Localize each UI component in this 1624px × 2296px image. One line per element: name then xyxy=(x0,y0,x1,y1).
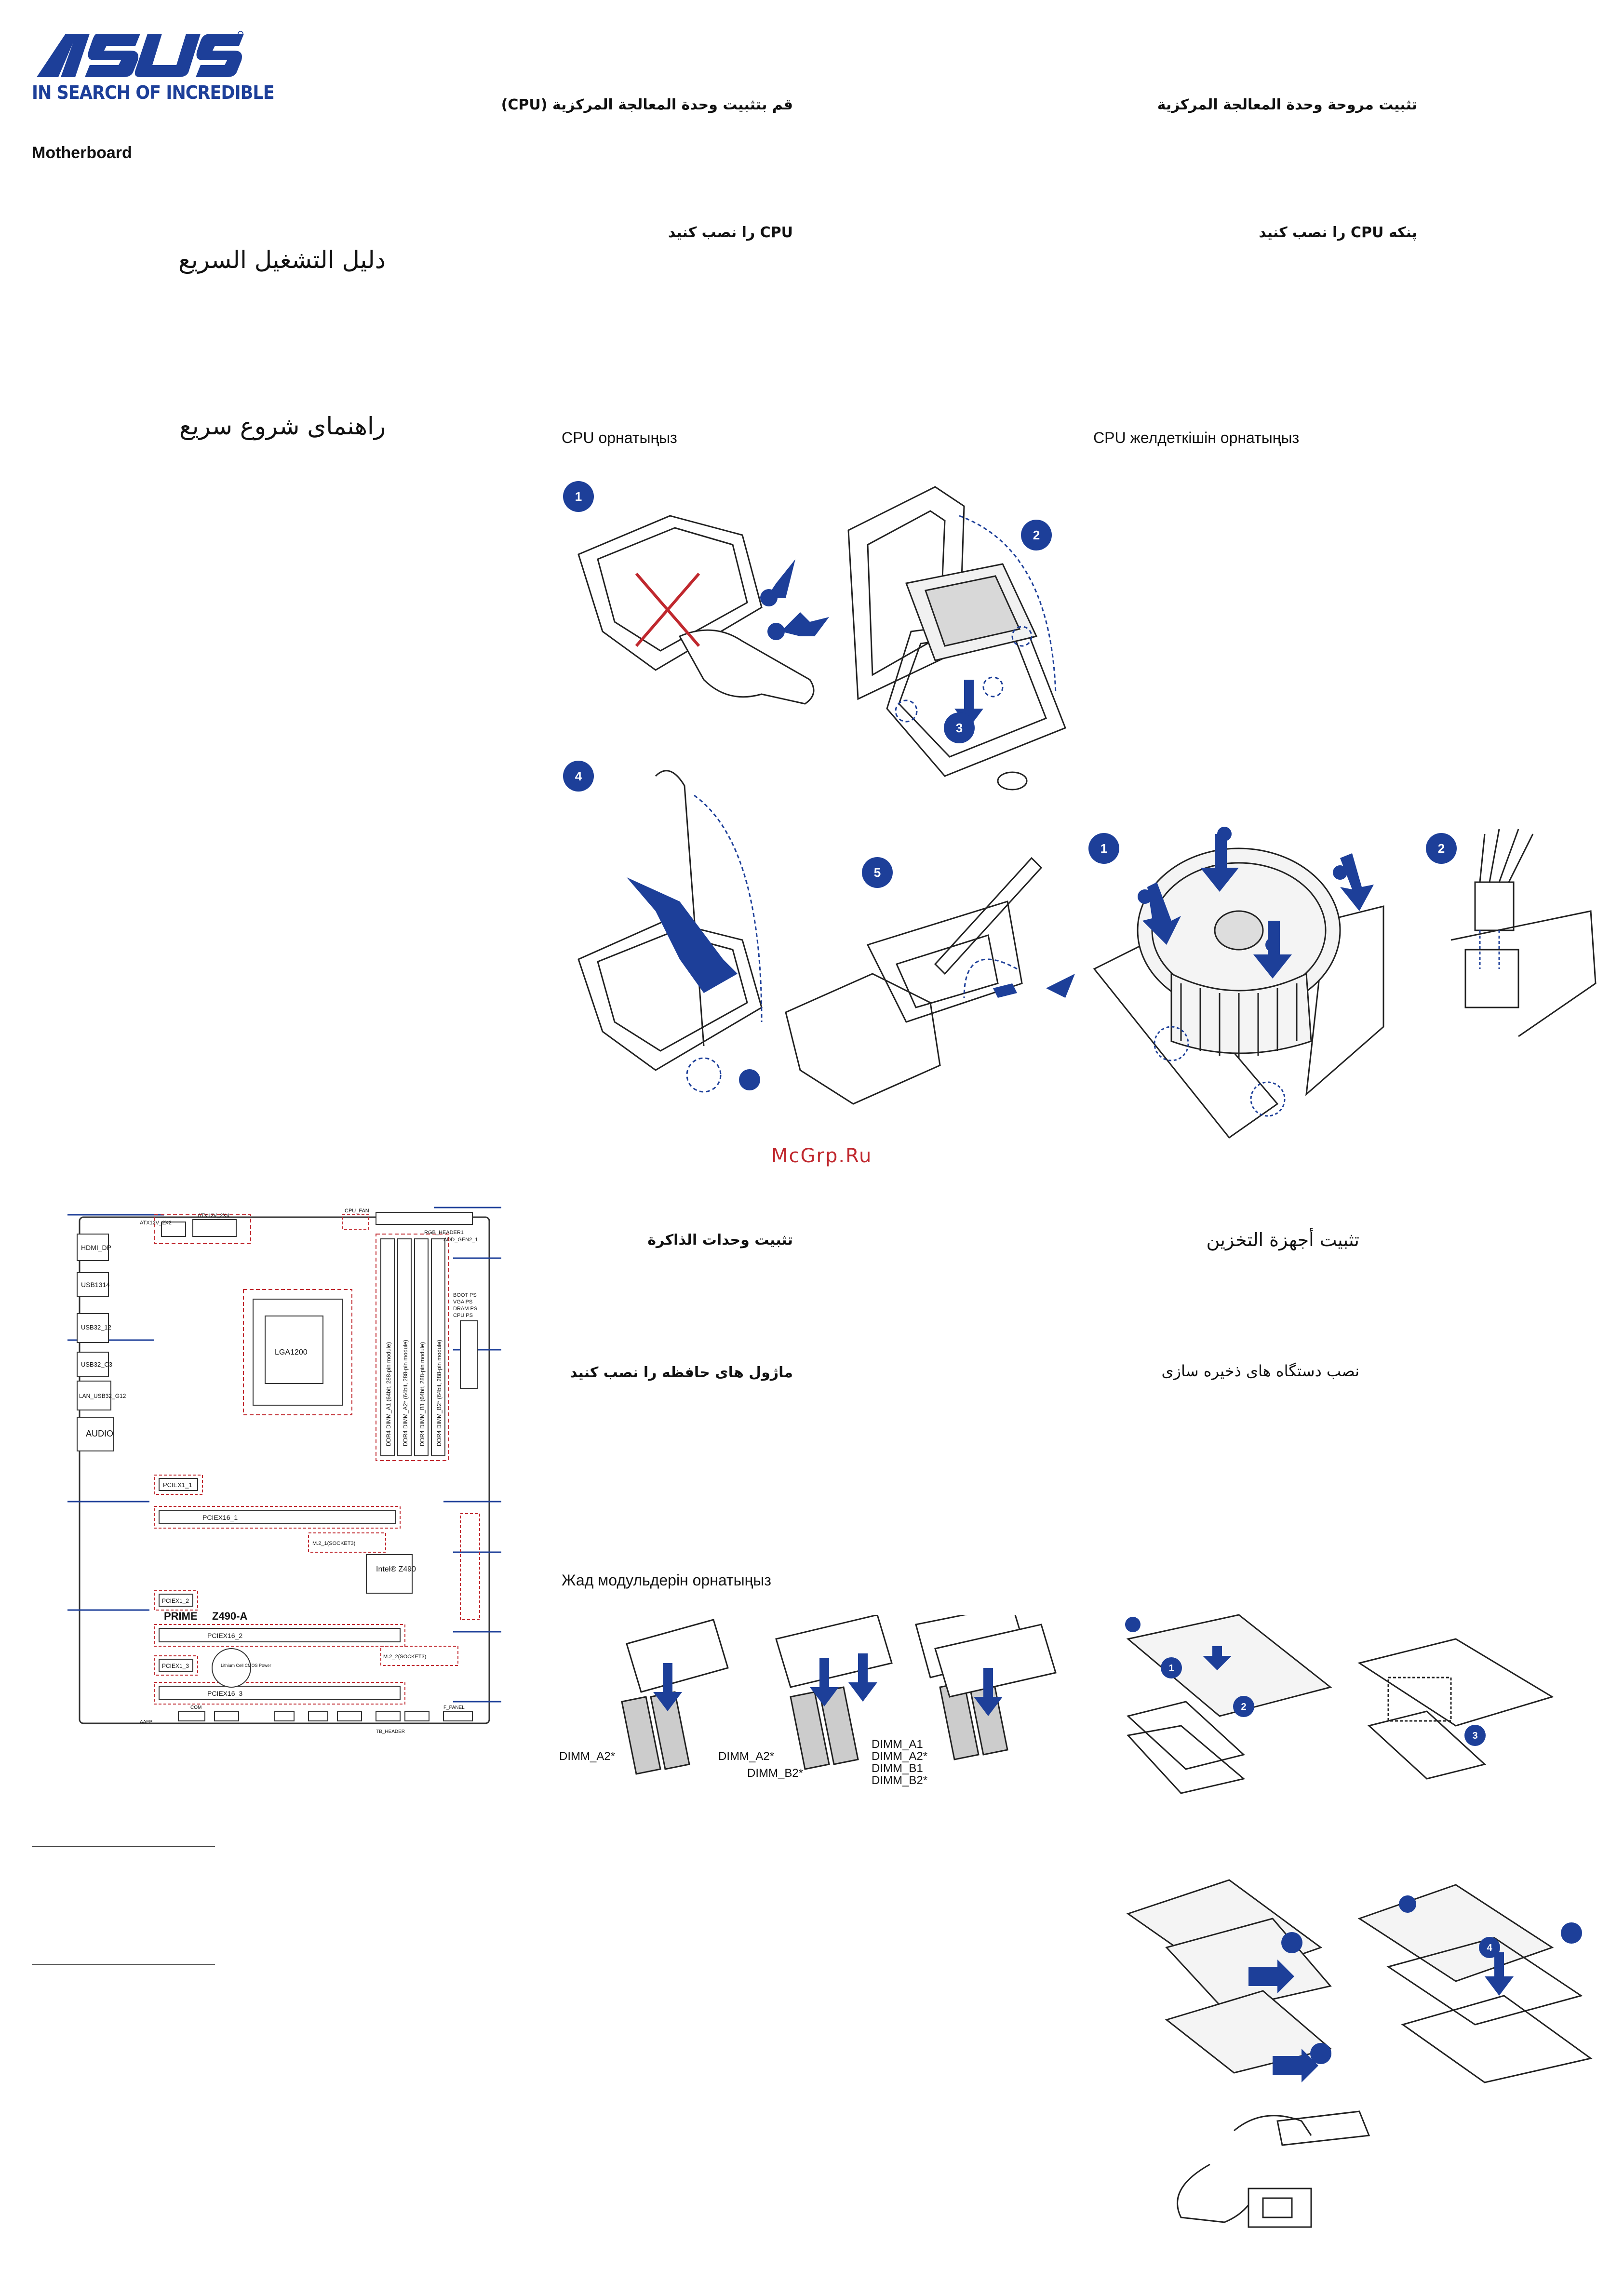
step-number: 1 xyxy=(1168,1663,1174,1674)
storage-install-illustration: 1 2 3 4 xyxy=(1125,1614,1593,2228)
cpu-fan-install-illustration: 1 2 xyxy=(1088,827,1597,1139)
m2-label: M.2_1(SOCKET3) xyxy=(312,1541,355,1546)
header-label: F_PANEL xyxy=(443,1705,465,1710)
product-type: Motherboard xyxy=(32,144,132,162)
slot-label: PCIEX1_3 xyxy=(162,1663,189,1669)
slot-label: PCIEX16_3 xyxy=(207,1690,242,1697)
header-label: RGB_HEADER1 xyxy=(424,1230,464,1235)
dimm-label: DDR4 DIMM_A1 (64bit, 288-pin module) xyxy=(385,1342,392,1446)
dimm-label: DIMM_B2* xyxy=(872,1774,928,1787)
divider xyxy=(32,1964,215,1965)
header-label: ATX12V_2X2 xyxy=(140,1220,172,1226)
header-label: TB_HEADER xyxy=(376,1729,405,1734)
dimm-label: DIMM_B1 xyxy=(872,1762,923,1775)
fan-install-arabic: تثبيت مروحة وحدة المعالجة المركزية xyxy=(1157,96,1417,113)
step-number: 2 xyxy=(1241,1702,1246,1712)
model-name: Z490-A xyxy=(212,1610,247,1622)
port-label: LAN_USB32_G12 xyxy=(79,1393,126,1399)
slot-label: PCIEX1_2 xyxy=(162,1598,189,1604)
cpu-install-illustration: 1 2 3 4 5 xyxy=(563,481,1075,1105)
port-label: USB32_C3 xyxy=(81,1361,112,1368)
step-number: 4 xyxy=(1487,1943,1492,1953)
storage-install-persian: نصب دستگاه های ذخیره سازی xyxy=(1161,1362,1359,1380)
dimm-label: DDR4 DIMM_B1 (64bit, 288-pin module) xyxy=(419,1342,426,1446)
chipset-label: Intel® Z490 xyxy=(376,1565,416,1573)
header-label: COM xyxy=(190,1705,201,1710)
port-label: HDMI_DP xyxy=(81,1244,111,1251)
brand-tagline: IN SEARCH OF INCREDIBLE xyxy=(32,82,275,103)
dimm-label: DIMM_B2* xyxy=(747,1767,804,1780)
port-label: AUDIO xyxy=(86,1429,113,1438)
step-number: 3 xyxy=(956,721,963,735)
dimm-label: DDR4 DIMM_B2* (64bit, 288-pin module) xyxy=(436,1340,443,1446)
dimm-label: DIMM_A2* xyxy=(718,1750,775,1763)
motherboard-layout-diagram: HDMI_DP USB1314 USB32_12 USB32_C3 LAN_US… xyxy=(67,1207,501,1734)
dimm-label: DIMM_A2* xyxy=(872,1750,928,1763)
header-label: DRAM PS xyxy=(453,1306,477,1312)
socket-label: LGA1200 xyxy=(275,1348,308,1356)
divider xyxy=(32,1846,215,1847)
dimm-label: DIMM_A1 xyxy=(872,1738,923,1751)
slot-label: PCIEX16_2 xyxy=(207,1632,242,1639)
battery-label: Lithium Cell CMOS Power xyxy=(221,1663,271,1668)
memory-install-kazakh: Жад модульдерін орнатыңыз xyxy=(562,1571,771,1589)
dimm-label: DIMM_A2* xyxy=(559,1750,616,1763)
header-label: ADD_GEN2_1 xyxy=(443,1237,478,1243)
step-number: 1 xyxy=(575,489,582,504)
fan-install-kazakh: CPU желдеткішін орнатыңыз xyxy=(1093,429,1300,446)
persian-cover-title: راهنمای شروع سریع xyxy=(179,412,386,440)
model-prefix: PRIME xyxy=(164,1610,198,1622)
memory-install-illustration xyxy=(621,1615,1057,1775)
asus-logo-icon xyxy=(37,31,244,77)
port-label: USB1314 xyxy=(81,1281,110,1289)
fan-install-persian: پنکه CPU را نصب کنید xyxy=(1259,224,1417,241)
header-label: BOOT PS xyxy=(453,1292,477,1298)
step-number: 2 xyxy=(1438,841,1445,856)
step-number: 3 xyxy=(1472,1731,1477,1741)
port-label: USB32_12 xyxy=(81,1324,111,1331)
step-number: 5 xyxy=(874,865,881,880)
arabic-cover-title: دليل التشغيل السريع xyxy=(178,246,386,274)
slot-label: PCIEX16_1 xyxy=(202,1514,238,1521)
header-label: ATX12V_2X4 xyxy=(198,1213,229,1219)
m2-label: M.2_2(SOCKET3) xyxy=(383,1654,426,1660)
memory-install-persian: ماژول های حافظه را نصب کنید xyxy=(570,1364,793,1381)
cpu-install-persian: CPU را نصب کنید xyxy=(668,224,793,241)
watermark: McGrp.Ru xyxy=(771,1145,872,1167)
dimm-label: DDR4 DIMM_A2* (64bit, 288-pin module) xyxy=(402,1340,409,1446)
step-number: 4 xyxy=(575,769,582,783)
slot-label: PCIEX1_1 xyxy=(163,1481,192,1489)
cpu-install-arabic: قم بتثبيت وحدة المعالجة المركزية (CPU) xyxy=(501,96,793,113)
step-number: 2 xyxy=(1033,528,1040,542)
header-label: CPU_FAN xyxy=(345,1208,369,1214)
header-label: CPU PS xyxy=(453,1313,473,1318)
storage-install-arabic: تثبيت أجهزة التخزين xyxy=(1206,1229,1360,1250)
step-number: 1 xyxy=(1101,841,1107,856)
cpu-install-kazakh: CPU орнатыңыз xyxy=(562,429,677,446)
memory-install-arabic: تثبيت وحدات الذاكرة xyxy=(647,1232,793,1249)
header-label: VGA PS xyxy=(453,1299,472,1305)
header-label: AAFP xyxy=(140,1719,152,1725)
